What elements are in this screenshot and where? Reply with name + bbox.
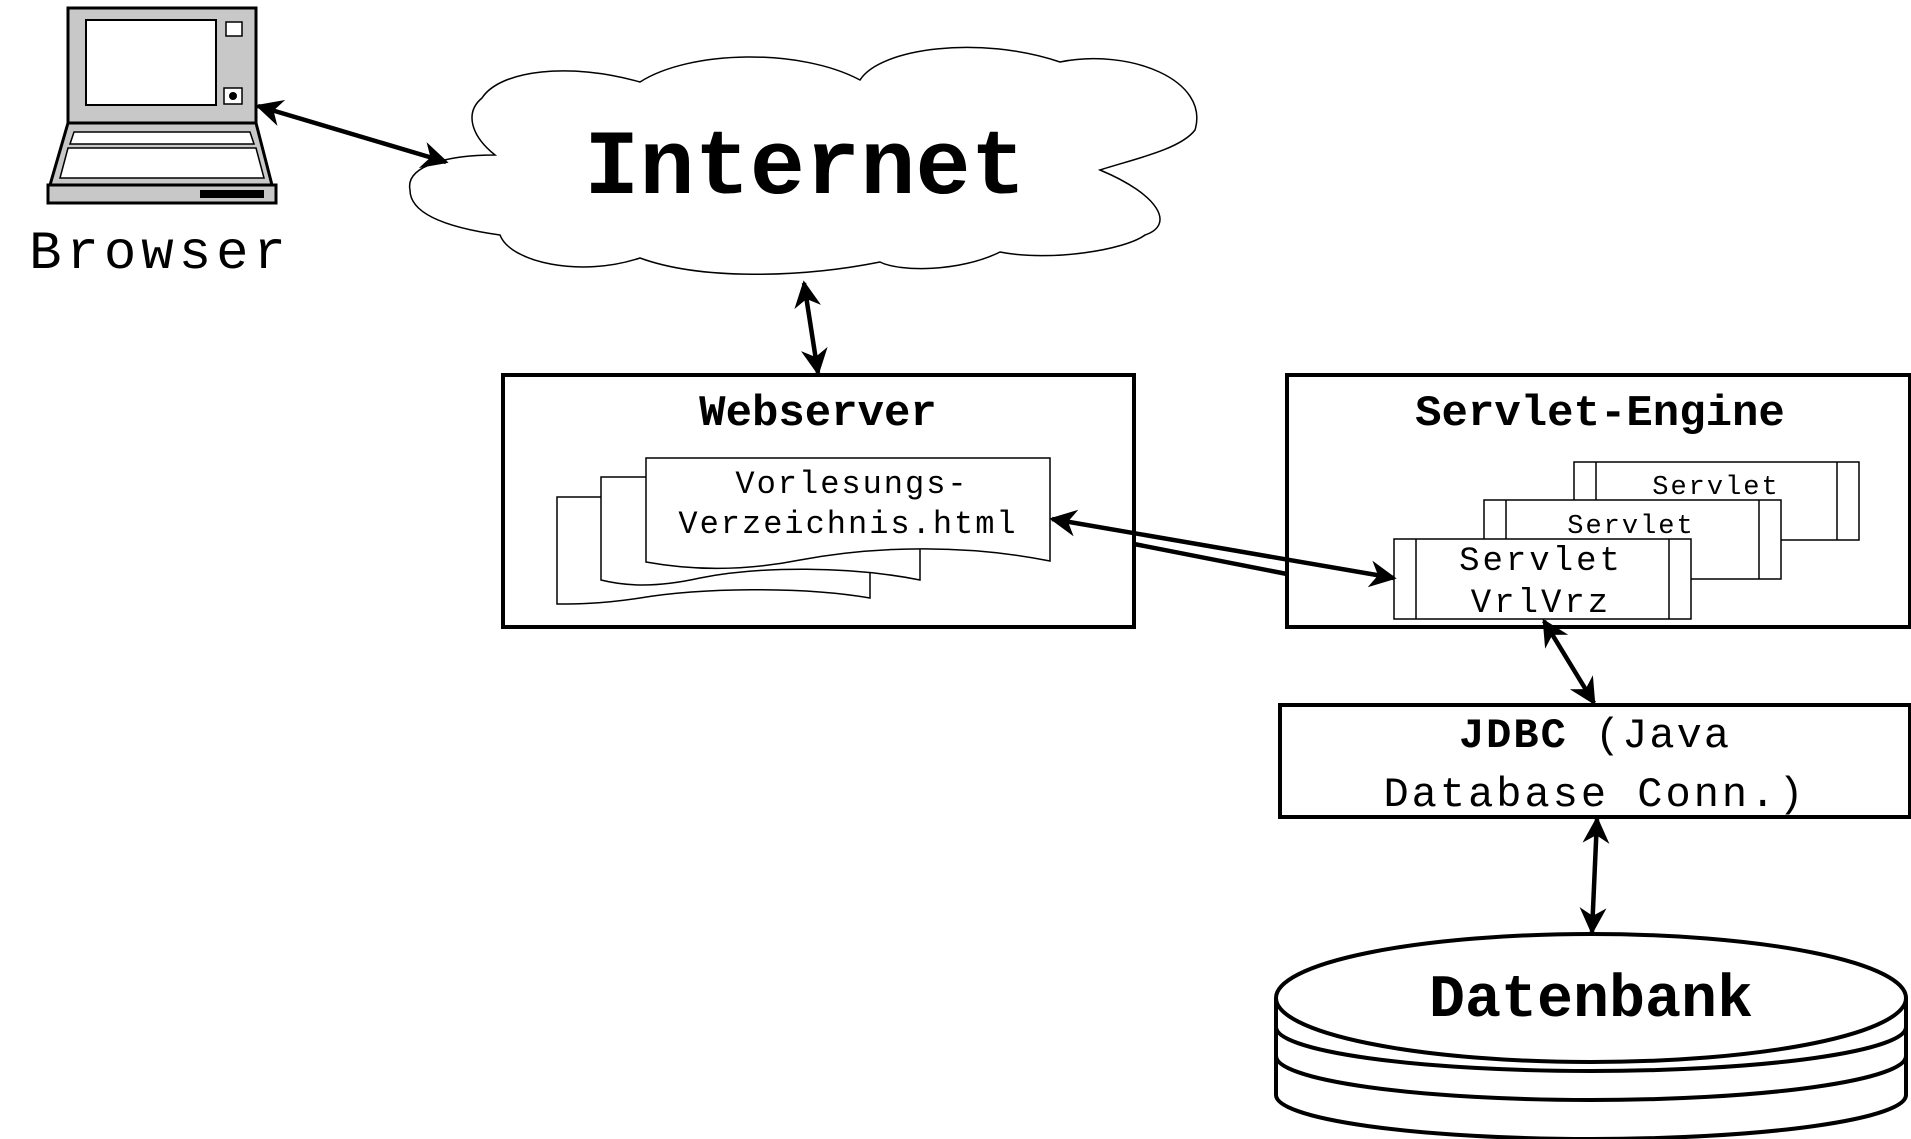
database-label: Datenbank [1429,967,1753,1035]
document-name-line2: Verzeichnis.html [678,506,1017,543]
jdbc-line1: JDBC (Java [1459,712,1731,760]
jdbc-line2: Database Conn.) [1383,771,1806,819]
document-name-line1: Vorlesungs- [735,466,968,503]
servlet-label: Servlet [1567,512,1694,542]
document-stack-icon [556,457,1051,605]
servlet-name: VrlVrz [1471,585,1611,623]
arrow-internet-webserver [794,280,828,376]
jdbc-box [1278,703,1911,819]
servlet-label: Servlet [1652,473,1779,503]
arrow-servlet-jdbc [1542,618,1596,706]
laptop-icon [46,6,278,205]
connector-webserver-servlet-engine [1133,541,1288,577]
arrow-document-servlet [1049,509,1397,588]
arrow-browser-internet [255,99,449,169]
servlet-label: Servlet [1459,543,1623,581]
cloud-icon [409,46,1198,275]
servlet-engine-title: Servlet-Engine [1415,389,1785,439]
arrow-jdbc-database [1579,816,1610,935]
database-cylinder-icon [1274,932,1908,1139]
internet-label: Internet [584,116,1026,221]
servlet-card-vrlvrz [1393,538,1692,620]
webserver-title: Webserver [699,389,937,439]
browser-label: Browser [29,224,291,285]
